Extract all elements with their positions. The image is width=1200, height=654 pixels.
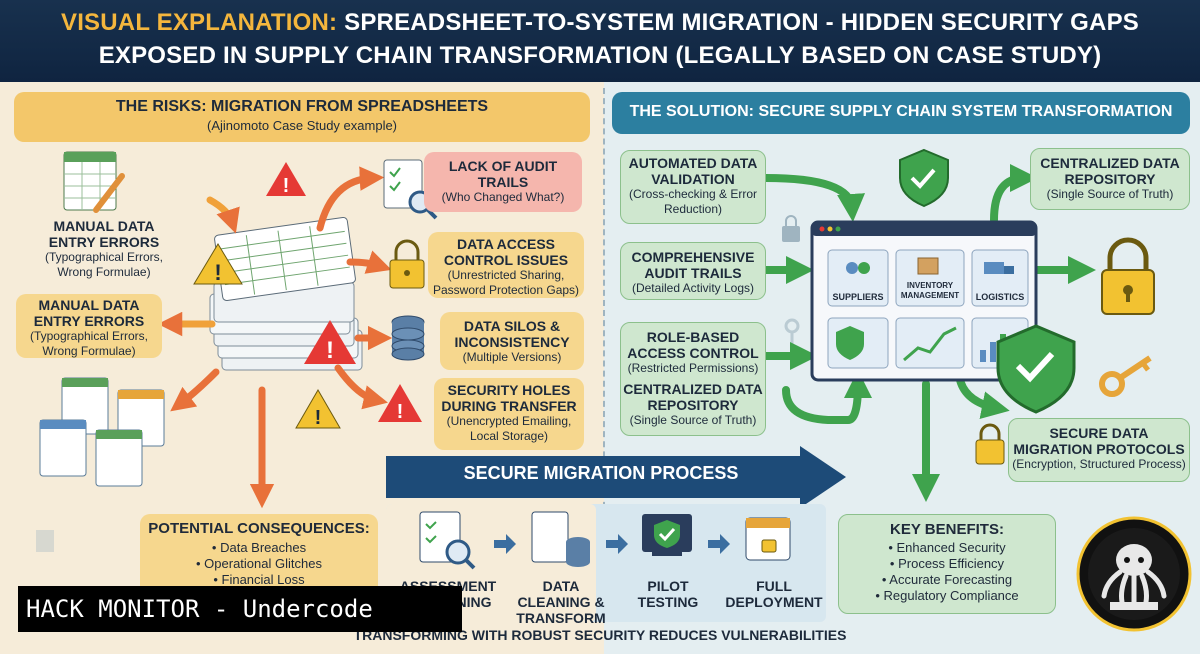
access-control-risk: DATA ACCESS CONTROL ISSUES (Unrestricted… [428, 232, 584, 298]
central-right-title: CENTRALIZED DATA REPOSITORY [1040, 155, 1180, 187]
svg-text:!: ! [315, 407, 322, 429]
rbac-desc: (Restricted Permissions) [627, 361, 759, 375]
list-item: • Data Breaches [211, 540, 307, 555]
spreadsheet-icon [63, 151, 125, 213]
svg-text:!: ! [326, 337, 334, 364]
system-dashboard [810, 220, 1038, 382]
benefits-list: • Enhanced Security • Process Efficiency… [839, 540, 1055, 604]
security-holes-risk-title: SECURITY HOLES DURING TRANSFER [441, 382, 577, 414]
big-padlock-icon [1101, 237, 1155, 315]
title-line-1-text: SPREADSHEET-TO-SYSTEM MIGRATION - HIDDEN… [344, 9, 1140, 36]
list-item: • Enhanced Security [888, 540, 1006, 555]
manual-errors-1: MANUAL DATA ENTRY ERRORS (Typographical … [34, 218, 174, 280]
audit-trails-risk-desc: (Who Changed What?) [441, 190, 565, 204]
data-validation-desc: (Cross-checking & Error Reduction) [628, 187, 758, 216]
central-repo-solution: CENTRALIZED DATA REPOSITORY (Single Sour… [1030, 148, 1190, 210]
list-item: • Operational Glitches [196, 556, 322, 571]
svg-text:!: ! [214, 260, 221, 285]
manual-errors-2-desc: (Typographical Errors, Wrong Formulae) [29, 329, 149, 358]
list-item: • Process Efficiency [889, 556, 1005, 571]
benefits-box: KEY BENEFITS: • Enhanced Security • Proc… [838, 514, 1056, 614]
watermark-label: HACK MONITOR - Undercode [18, 586, 462, 632]
padlock-icon [389, 239, 425, 289]
audit-trails-risk: LACK OF AUDIT TRAILS (Who Changed What?) [424, 152, 582, 212]
footer-tagline: TRANSFORMING WITH ROBUST SECURITY REDUCE… [353, 627, 847, 643]
list-item: • Accurate Forecasting [881, 572, 1013, 587]
octopus-logo [1076, 516, 1192, 632]
central-right-desc: (Single Source of Truth) [1046, 187, 1174, 201]
shield-icon [899, 148, 949, 208]
risks-heading: THE RISKS: MIGRATION FROM SPREADSHEETS [115, 98, 489, 115]
central-left-desc: (Single Source of Truth) [629, 413, 757, 427]
step-deployment: FULL DEPLOYMENT [725, 578, 823, 610]
title-accent: VISUAL EXPLANATION: [60, 9, 338, 36]
svg-text:!: ! [397, 401, 404, 423]
process-label: SECURE MIGRATION PROCESS [463, 463, 739, 483]
solution-heading-banner: THE SOLUTION: SECURE SUPPLY CHAIN SYSTEM… [612, 92, 1190, 134]
step-cleaning: DATA CLEANING & TRANSFORM [516, 578, 606, 626]
module-suppliers: SUPPLIERS [832, 292, 884, 302]
manual-errors-1-desc: (Typographical Errors, Wrong Formulae) [44, 250, 164, 279]
title-bar: VISUAL EXPLANATION: SPREADSHEET-TO-SYSTE… [0, 0, 1200, 82]
audit-trails-solution: COMPREHENSIVE AUDIT TRAILS (Detailed Act… [620, 242, 766, 300]
padlock-small-icon [782, 215, 800, 242]
rbac-title: ROLE-BASED ACCESS CONTROL [627, 329, 759, 361]
spreadsheet-files-icon [39, 377, 165, 487]
panel-divider [603, 88, 605, 528]
security-holes-risk: SECURITY HOLES DURING TRANSFER (Unencryp… [434, 378, 584, 450]
consequences-heading: POTENTIAL CONSEQUENCES: [148, 520, 370, 537]
process-arrow [386, 446, 846, 508]
manual-errors-2-title: MANUAL DATA ENTRY ERRORS [33, 297, 145, 329]
module-logistics: LOGISTICS [975, 292, 1025, 302]
list-item: • Regulatory Compliance [875, 588, 1019, 603]
manual-errors-2: MANUAL DATA ENTRY ERRORS (Typographical … [16, 294, 162, 358]
audit-trails-solution-desc: (Detailed Activity Logs) [631, 281, 755, 295]
svg-text:!: ! [283, 175, 290, 197]
list-item: • Financial Loss [213, 572, 305, 587]
access-control-risk-title: DATA ACCESS CONTROL ISSUES [443, 236, 569, 268]
benefits-heading: KEY BENEFITS: [890, 521, 1004, 538]
data-silos-risk-desc: (Multiple Versions) [462, 350, 562, 364]
warning-icon: ! ! ! ! ! [193, 162, 422, 429]
risks-heading-banner: THE RISKS: MIGRATION FROM SPREADSHEETS (… [14, 92, 590, 142]
key-icon [1099, 355, 1152, 397]
security-holes-risk-desc: (Unencrypted Emailing, Local Storage) [446, 414, 572, 443]
manual-errors-1-title: MANUAL DATA ENTRY ERRORS [48, 218, 160, 250]
title-line-2: EXPOSED IN SUPPLY CHAIN TRANSFORMATION (… [98, 42, 1102, 69]
audit-trails-solution-title: COMPREHENSIVE AUDIT TRAILS [631, 249, 755, 281]
solution-heading: THE SOLUTION: SECURE SUPPLY CHAIN SYSTEM… [629, 103, 1173, 120]
audit-trails-risk-title: LACK OF AUDIT TRAILS [448, 158, 558, 190]
access-control-risk-desc: (Unrestricted Sharing, Password Protecti… [432, 268, 580, 297]
migration-protocols-solution: SECURE DATA MIGRATION PROTOCOLS (Encrypt… [1008, 418, 1190, 482]
migration-protocols-title: SECURE DATA MIGRATION PROTOCOLS [1013, 425, 1185, 457]
data-validation-title: AUTOMATED DATA VALIDATION [628, 155, 758, 187]
step-pilot: PILOT TESTING [637, 578, 699, 610]
document-icon [36, 530, 54, 552]
data-silos-risk: DATA SILOS & INCONSISTENCY (Multiple Ver… [440, 312, 584, 370]
risks-subheading: (Ajinomoto Case Study example) [206, 118, 398, 133]
process-icons [419, 511, 791, 570]
migration-padlock-icon [975, 423, 1005, 465]
title-line-1: VISUAL EXPLANATION: SPREADSHEET-TO-SYSTE… [0, 6, 1200, 39]
big-shield-icon [996, 324, 1076, 414]
key-small-icon [784, 318, 800, 350]
access-control-solution: ROLE-BASED ACCESS CONTROL (Restricted Pe… [620, 322, 766, 436]
database-icon [391, 315, 425, 361]
migration-protocols-desc: (Encryption, Structured Process) [1012, 457, 1186, 471]
consequences-list: • Data Breaches • Operational Glitches •… [140, 540, 378, 588]
data-silos-risk-title: DATA SILOS & INCONSISTENCY [454, 318, 570, 350]
data-validation-solution: AUTOMATED DATA VALIDATION (Cross-checkin… [620, 150, 766, 224]
central-left-title: CENTRALIZED DATA REPOSITORY [623, 381, 763, 413]
module-inventory: INVENTORY MANAGEMENT [900, 281, 960, 300]
